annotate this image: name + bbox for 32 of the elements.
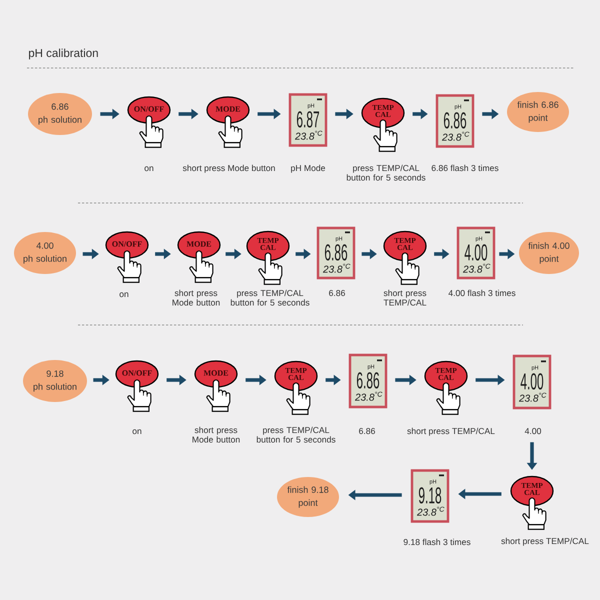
oval-label: finish 6.86 point (507, 92, 569, 132)
node-label: 6.86 (329, 290, 345, 296)
node-label: short press Mode button (192, 426, 240, 443)
oval-label: 6.86 ph solution (28, 93, 92, 135)
oval-label: finish 9.18 point (277, 477, 339, 517)
node-label: on (120, 292, 128, 298)
press-button: ON/OFF (115, 360, 159, 388)
node-label: press TEMP/CAL button for 5 seconds (256, 426, 336, 443)
press-button: MODE (206, 96, 250, 124)
press-button: MODE (177, 231, 221, 259)
press-button: ON/OFF (105, 231, 149, 259)
node-label: 6.86 flash 3 times (432, 164, 498, 172)
node-label: on (132, 429, 142, 434)
oval-label: 9.18 ph solution (23, 360, 87, 402)
node-label: 4.00 flash 3 times (448, 290, 516, 296)
node-label: short press TEMP/CAL (384, 290, 426, 306)
node-label: short press Mode button (172, 290, 220, 306)
node-label: press TEMP/CAL button for 5 seconds (230, 290, 310, 306)
node-label: 9.18 flash 3 times (404, 538, 470, 546)
node-label: pH Mode (291, 164, 326, 173)
node-label: 6.86 (359, 428, 375, 434)
press-button: ON/OFF (127, 96, 171, 124)
node-label: on (144, 166, 154, 172)
node-label: 4.00 (524, 428, 542, 434)
oval-label: finish 4.00 point (519, 232, 579, 274)
node-label: press TEMP/CAL button for 5 seconds (346, 164, 426, 181)
node-label: short press TEMP/CAL (501, 538, 589, 546)
oval-label: 4.00 ph solution (14, 232, 76, 274)
title: pH calibration (29, 48, 98, 60)
press-button: MODE (194, 360, 238, 388)
node-label: short press TEMP/CAL (407, 428, 495, 436)
node-label: short press Mode button (182, 164, 275, 173)
